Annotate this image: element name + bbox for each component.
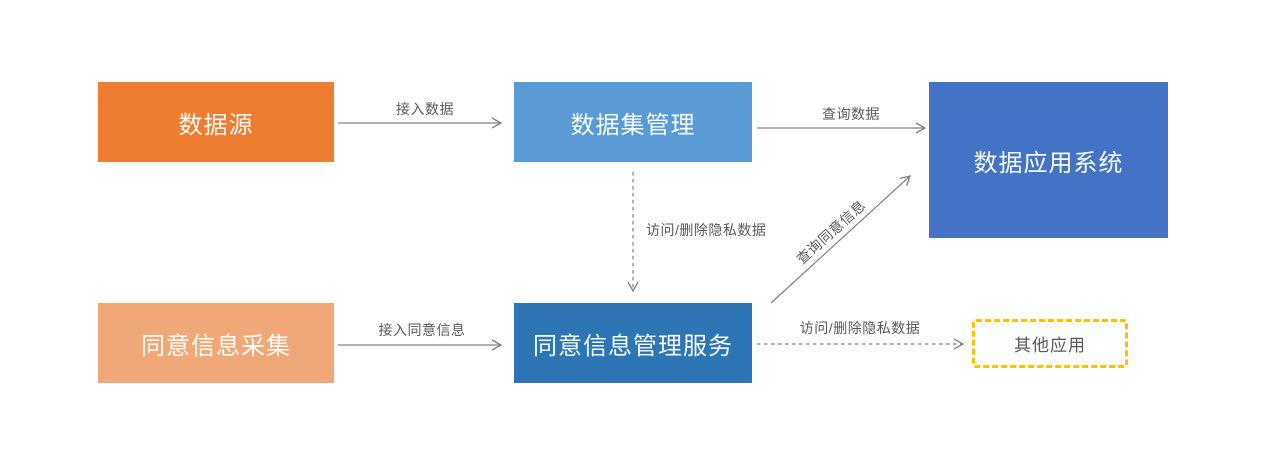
node-data-source-label: 数据源 — [178, 111, 254, 139]
edge-access-consent-info-label: 接入同意信息 — [378, 322, 466, 338]
node-other-applications-label: 其他应用 — [1014, 336, 1086, 355]
edge-access-delete-private-data-down-label: 访问/删除隐私数据 — [646, 222, 767, 238]
node-dataset-management: 数据集管理 — [514, 82, 752, 162]
edge-access-delete-private-data-right-label: 访问/删除隐私数据 — [799, 320, 921, 336]
node-data-source: 数据源 — [98, 82, 334, 162]
edge-query-consent-info-line — [770, 175, 911, 304]
node-consent-management-service-label: 同意信息管理服务 — [533, 332, 733, 360]
node-other-applications: 其他应用 — [972, 319, 1128, 368]
node-consent-collection: 同意信息采集 — [98, 303, 334, 383]
node-dataset-management-label: 数据集管理 — [570, 111, 696, 139]
node-data-application-system-label: 数据应用系统 — [973, 149, 1124, 177]
node-consent-management-service: 同意信息管理服务 — [514, 303, 752, 383]
node-consent-collection-label: 同意信息采集 — [141, 332, 291, 360]
node-data-application-system: 数据应用系统 — [929, 82, 1168, 238]
edge-access-data-label: 接入数据 — [396, 101, 454, 117]
edge-query-data-label: 查询数据 — [822, 106, 880, 122]
